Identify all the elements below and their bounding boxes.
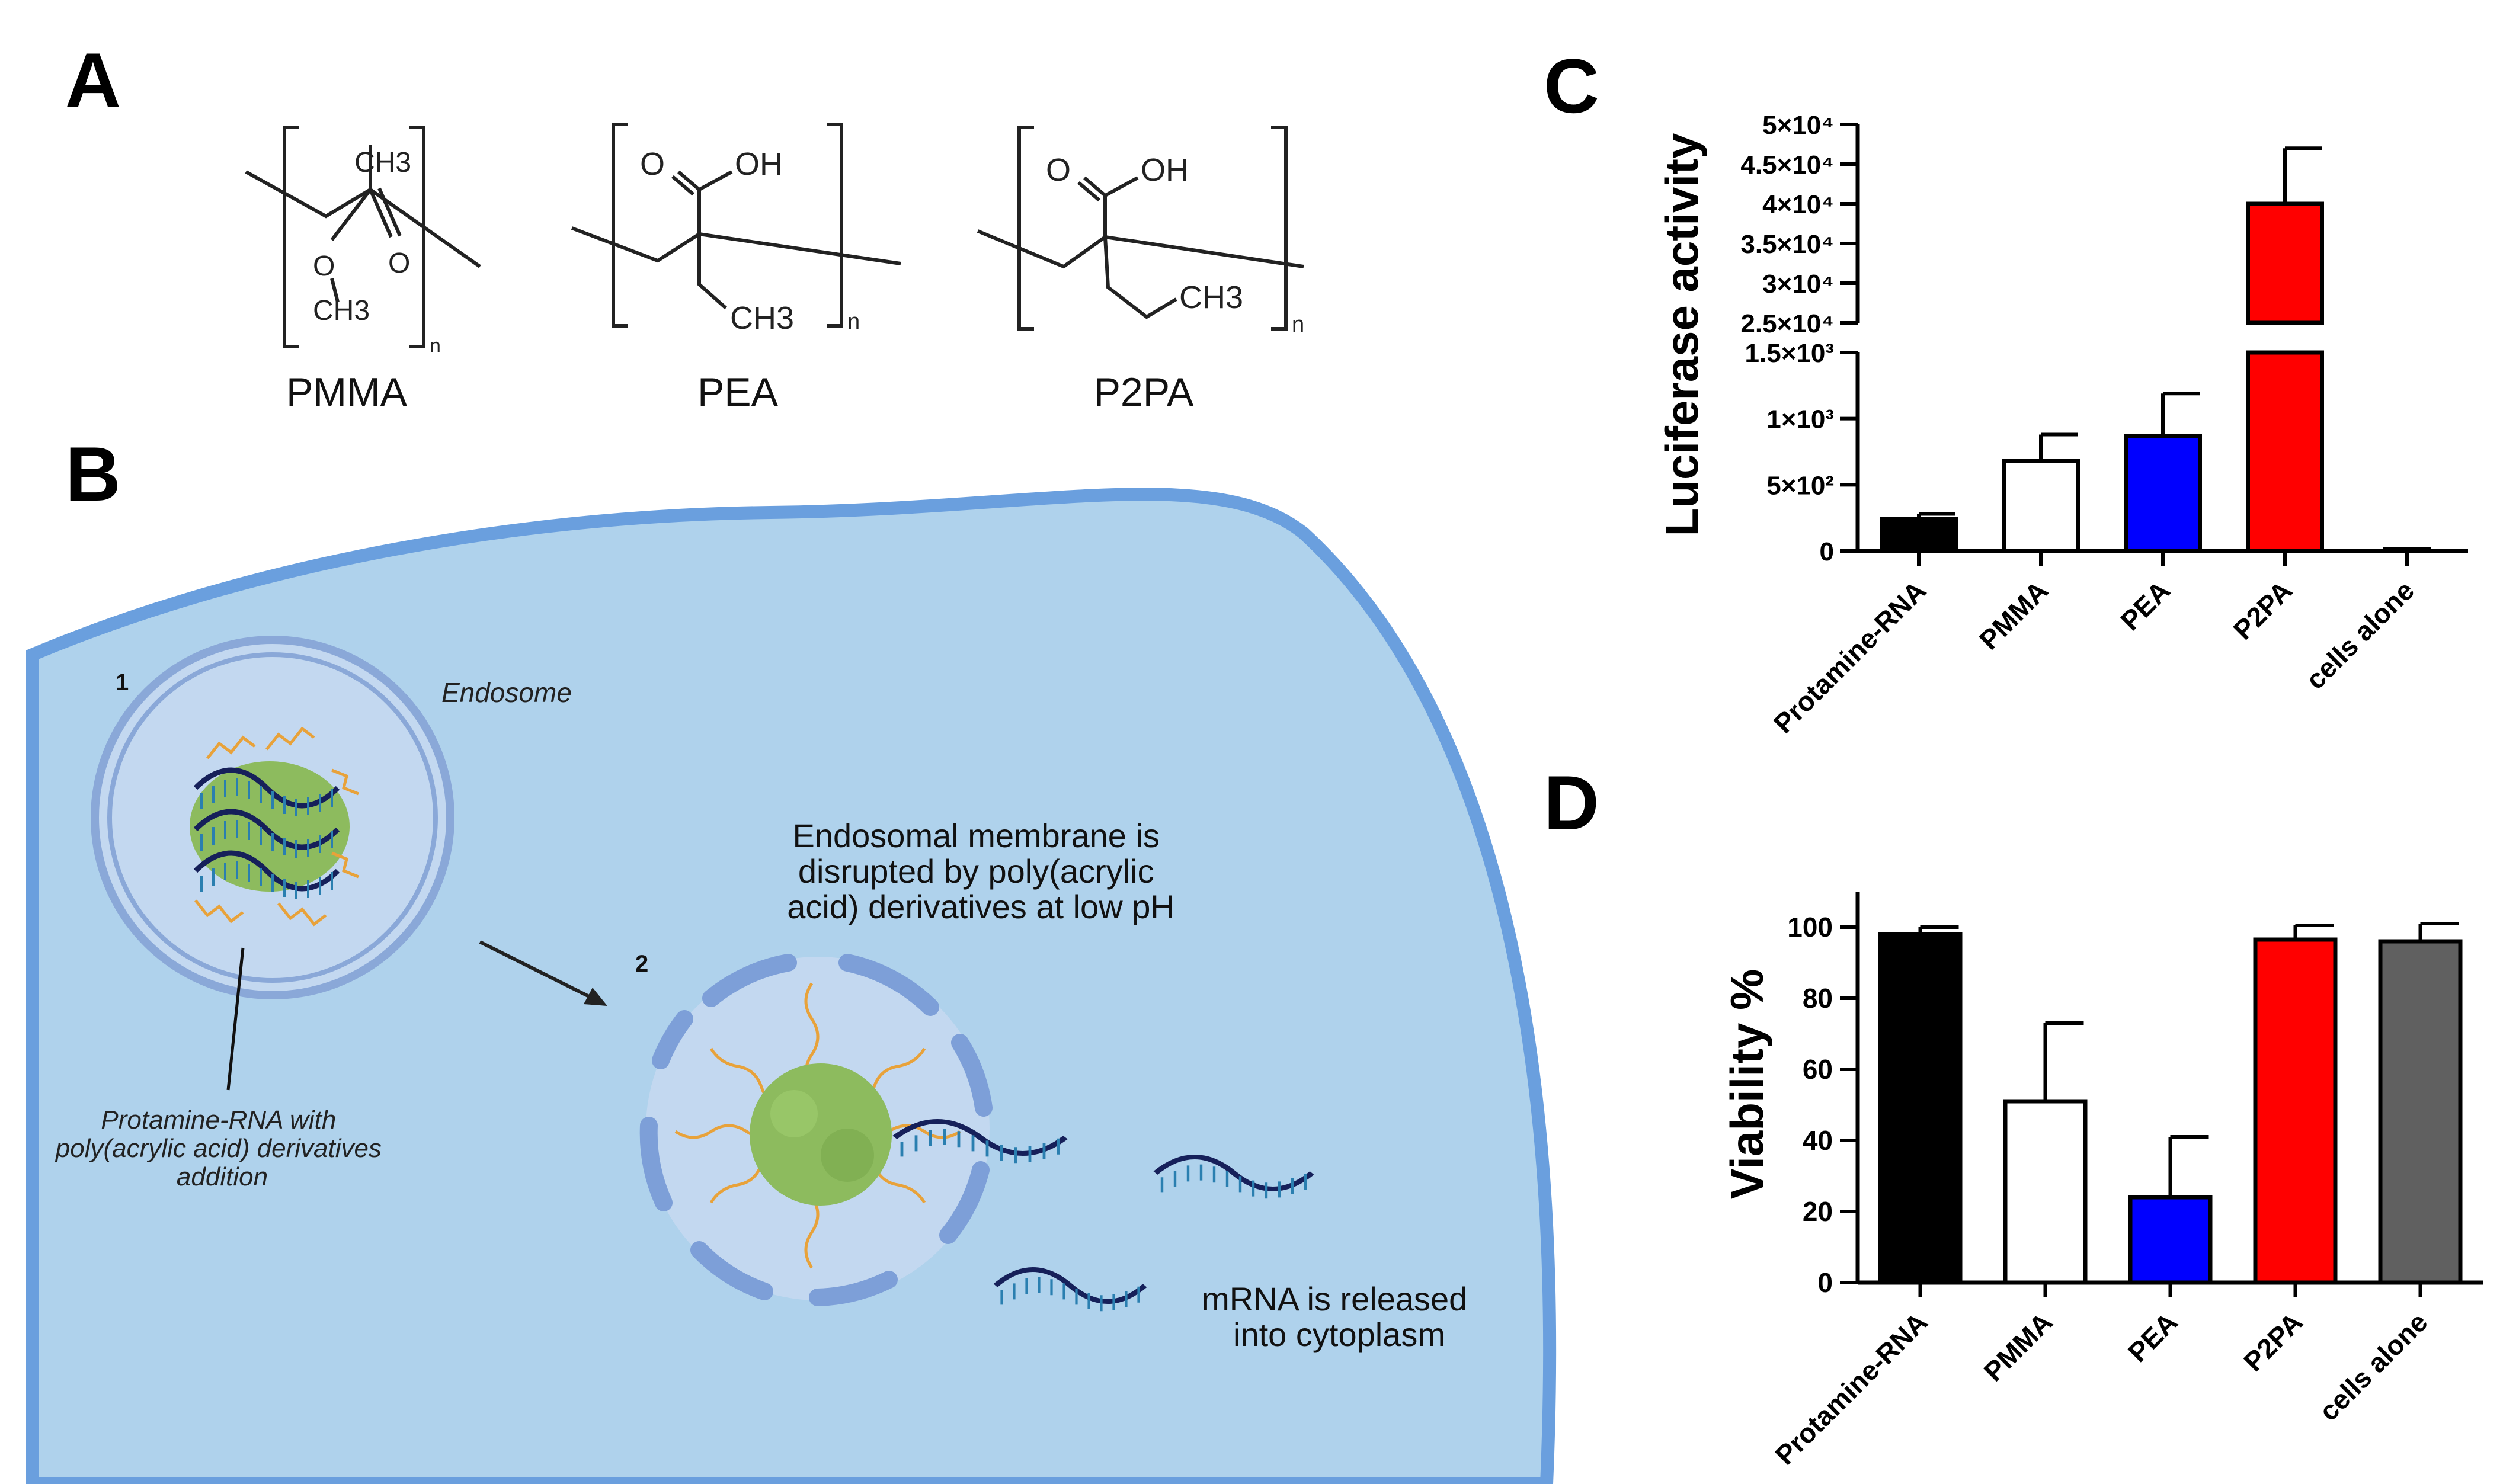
chart-c-ytick-label: 5×10⁴ [1762, 111, 1834, 140]
chart-d-bar [2128, 1195, 2213, 1285]
chart-d-category-label: PMMA [1977, 1306, 2058, 1387]
pmma-o-single: O [313, 251, 335, 282]
chart-c-category-label: PEA [2114, 575, 2176, 636]
chart-c-category-label: P2PA [2227, 575, 2298, 645]
disrupt-label-line1: Endosomal membrane is [793, 817, 1160, 854]
pea-n: n [847, 309, 860, 334]
polymer-chains-complex [194, 726, 359, 927]
chart-d-bar [2253, 937, 2338, 1285]
chart-c-bar [2124, 434, 2202, 553]
p2pa-oh: OH [1141, 152, 1189, 188]
chart-c-bars [1880, 201, 2431, 553]
disrupt-label-line2: disrupted by poly(acrylic [798, 852, 1154, 890]
panel-a-label: A [65, 37, 121, 123]
complex-label-line2: poly(acrylic acid) derivatives [55, 1134, 382, 1163]
chart-c-ytick-label: 2.5×10⁴ [1740, 309, 1834, 338]
chart-c-ylabel: Luciferase activity [1656, 133, 1708, 537]
p2pa-o: O [1046, 152, 1071, 188]
chart-d-error-bars [1918, 922, 2459, 1197]
pea-o: O [640, 146, 665, 182]
chart-d-category-label: cells alone [2313, 1306, 2433, 1427]
release-label: mRNA is released into cytoplasm [1202, 1280, 1477, 1353]
chart-c-bar [2246, 350, 2324, 553]
pea-ch3: CH3 [730, 300, 794, 336]
chart-d-ylabel: Viability % [1721, 969, 1773, 1200]
disrupted-endosome [639, 954, 993, 1306]
disrupt-label-line3: acid) derivatives at low pH [787, 888, 1174, 925]
release-label-line2: into cytoplasm [1233, 1316, 1445, 1353]
panel-d: D Viability % 0 20 40 60 80 100 Protamine-RNA… [1544, 759, 2483, 1470]
pmma-structure [245, 126, 481, 348]
chart-d-category-label: P2PA [2238, 1306, 2308, 1377]
chart-c-ytick-label: 0 [1820, 537, 1834, 566]
chart-d-ytick-label: 0 [1817, 1267, 1833, 1298]
chart-c-ytick-label: 4×10⁴ [1762, 190, 1834, 219]
membrane-fragments [639, 954, 993, 1306]
chart-d-bar [1878, 932, 1963, 1285]
complex-label: Protamine-RNA with poly(acrylic acid) de… [55, 1105, 389, 1191]
chart-c-ytick-label: 5×10² [1766, 471, 1834, 500]
pea-name: PEA [697, 370, 779, 415]
chart-c-bar [2002, 459, 2080, 553]
chart-d-bars [1878, 932, 2463, 1285]
endosome-label: Endosome [441, 677, 572, 708]
chart-c-ytick-label: 4.5×10⁴ [1740, 150, 1834, 180]
chart-d-ytick-label: 20 [1803, 1196, 1833, 1227]
panel-d-label: D [1544, 759, 1599, 846]
complex-label-line1: Protamine-RNA with [101, 1105, 336, 1134]
transition-arrow [479, 940, 600, 1003]
pea-structure [571, 123, 901, 328]
release-label-line1: mRNA is released [1202, 1280, 1467, 1318]
pea-oh: OH [735, 146, 783, 182]
chart-c-ytick-label: 3×10⁴ [1762, 270, 1834, 299]
pmma-ch3-bottom: CH3 [313, 295, 370, 326]
pmma-n: n [430, 335, 441, 357]
chart-c-bar [2246, 201, 2324, 325]
chart-c-ytick-label: 1.5×10³ [1745, 339, 1834, 368]
chart-c-category-label: Protamine-RNA [1768, 575, 1932, 739]
disrupt-label: Endosomal membrane is disrupted by poly(… [787, 817, 1174, 925]
chart-d-ytick-label: 100 [1787, 912, 1833, 943]
p2pa-structure [977, 126, 1304, 331]
chart-d-category-label: Protamine-RNA [1769, 1306, 1933, 1470]
chart-c-category-label: PMMA [1973, 575, 2054, 655]
complex-pointer [226, 947, 245, 1091]
chart-d-ytick-label: 40 [1803, 1125, 1833, 1156]
chart-c-ytick-label: 3.5×10⁴ [1740, 230, 1834, 259]
chart-c-ytick-label: 1×10³ [1766, 405, 1834, 434]
chart-c-category-label: cells alone [2300, 575, 2420, 695]
pmma-ch3-top: CH3 [354, 147, 411, 178]
panel-b-label: B [65, 431, 121, 517]
step-2-label: 2 [635, 951, 648, 977]
chart-d-ytick-label: 80 [1803, 983, 1833, 1014]
p2pa-n: n [1292, 312, 1304, 337]
chart-d-ytick-label: 60 [1803, 1054, 1833, 1085]
p2pa-name: P2PA [1094, 370, 1194, 415]
chart-c-error-bars [1917, 146, 2322, 520]
chart-d-tick-labels: 0 20 40 60 80 100 [1787, 912, 1833, 1298]
panel-a: A CH3 O O CH3 n PMMA O O [65, 37, 1304, 415]
panel-c: C Luciferase activity 0 5×10² 1×10³ 1.5×10³… [1544, 43, 2468, 739]
endosome-1 [91, 636, 454, 999]
protamine-rna-complex [190, 761, 350, 892]
chart-d-category-label: PEA [2122, 1306, 2184, 1368]
protamine-core [750, 1063, 892, 1206]
pmma-name: PMMA [286, 370, 408, 415]
pmma-o-double: O [388, 248, 410, 279]
arrow-head [584, 988, 607, 1006]
chart-d-bar [2003, 1099, 2088, 1285]
p2pa-ch3: CH3 [1179, 280, 1243, 315]
chart-d-bar [2378, 939, 2463, 1285]
panel-b: B 1 Endosome Protamine- [26, 431, 1557, 1484]
complex-label-line3: addition [177, 1162, 268, 1191]
step-1-label: 1 [116, 669, 129, 695]
chart-c-bar [1880, 517, 1958, 553]
panel-c-label: C [1544, 43, 1599, 129]
